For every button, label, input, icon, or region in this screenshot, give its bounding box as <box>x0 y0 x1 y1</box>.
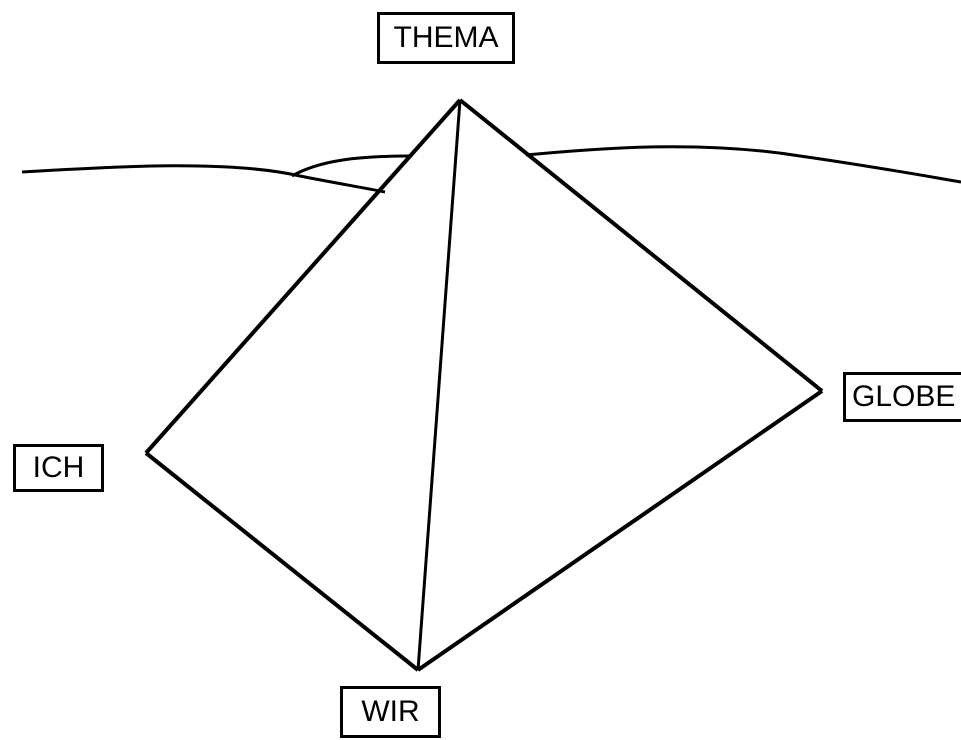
node-label-thema: THEMA <box>377 12 515 64</box>
node-label-globe: GLOBE <box>843 372 961 422</box>
horizon-curve-right <box>525 145 961 184</box>
edge-globe-wir <box>416 389 824 672</box>
edge-ich-wir <box>144 451 420 672</box>
edge-thema-globe <box>458 98 824 393</box>
edge-thema-wir <box>416 99 462 671</box>
node-label-ich: ICH <box>13 444 104 492</box>
horizon-curve-left <box>21 164 386 194</box>
node-label-wir: WIR <box>340 686 441 738</box>
edge-thema-ich <box>144 98 462 455</box>
horizon-curve-overlap <box>291 154 411 178</box>
